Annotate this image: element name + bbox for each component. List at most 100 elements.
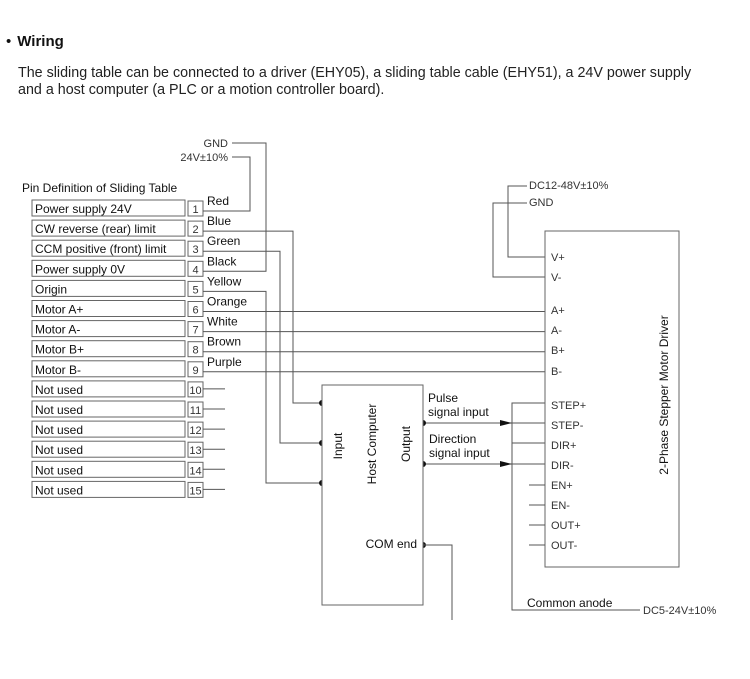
driver-title: 2-Phase Stepper Motor Driver (657, 315, 671, 474)
pin-table-title: Pin Definition of Sliding Table (22, 181, 178, 195)
pin-number: 5 (192, 284, 198, 296)
pin-name-box (31, 380, 186, 398)
pin-table: Power supply 24V 1 Red CW reverse (rear) li… (31, 194, 247, 498)
pin-name: CCM positive (front) limit (35, 242, 167, 256)
pin-number: 11 (190, 405, 201, 417)
psu-24v-label: 24V±10% (180, 152, 228, 164)
wire-green-ccm-limit (203, 250, 322, 444)
pin-number: 12 (189, 425, 201, 437)
host-input-label: Input (331, 432, 345, 459)
driver-terminal: V- (551, 272, 562, 284)
wire-color-label: Black (207, 254, 237, 268)
pin-number-box (187, 200, 204, 217)
pin-name: Power supply 0V (35, 262, 125, 276)
pin-number-box (187, 260, 204, 277)
psu-gnd-label: GND (204, 138, 229, 150)
intro-paragraph: The sliding table can be connected to a … (18, 65, 692, 98)
pin-name: CW reverse (rear) limit (35, 222, 156, 236)
pin-name-box (31, 199, 186, 217)
wire-color-label: Brown (207, 335, 241, 349)
pulse-label-1: Pulse (428, 391, 458, 405)
pin-name: Not used (35, 463, 83, 477)
wire-driver-vplus (507, 185, 545, 258)
wire-color-label: Purple (207, 355, 242, 369)
wire-color-label: Red (207, 194, 229, 208)
pin-name: Not used (35, 383, 83, 397)
driver-gnd-label: GND (529, 197, 554, 209)
host-output-label: Output (399, 425, 413, 462)
driver-terminal: EN- (551, 500, 570, 512)
pin-name: Not used (35, 403, 83, 417)
pin-name: Origin (35, 282, 67, 296)
pin-name-box (31, 340, 186, 358)
wire-blue-cw-limit (203, 230, 322, 404)
pin-row: Motor B- 9 Purple (31, 355, 242, 378)
driver-terminal: A+ (551, 305, 565, 317)
pin-name: Motor B+ (35, 343, 84, 357)
pin-name: Not used (35, 423, 83, 437)
pin-name: Not used (35, 443, 83, 457)
pin-number-box (187, 321, 204, 338)
wire-color-label: White (207, 315, 238, 329)
pin-name-box (31, 219, 186, 237)
wire-color-label: Orange (207, 295, 247, 309)
host-computer-box (321, 384, 424, 606)
pin-name-box (31, 239, 186, 257)
driver-terminal: EN+ (551, 480, 573, 492)
driver-supply-label: DC12-48V±10% (529, 180, 609, 192)
pin-row: Not used 10 (31, 380, 204, 398)
pin-name-box (31, 259, 186, 277)
pin-number: 13 (189, 445, 201, 457)
direction-label-1: Direction (429, 432, 476, 446)
pin-row: Not used 13 (31, 440, 204, 458)
pin-row: Not used 12 (31, 420, 204, 438)
pin-number-box (187, 341, 204, 358)
pin-number: 15 (189, 485, 201, 497)
pin-number: 10 (189, 385, 201, 397)
pin-number-box (187, 280, 204, 297)
common-anode-label: Common anode (527, 596, 613, 610)
pin-name-box (31, 320, 186, 338)
pin-number: 7 (192, 325, 198, 337)
pin-name: Power supply 24V (35, 202, 132, 216)
pin-number-box (187, 240, 204, 257)
pin-number: 2 (192, 224, 198, 236)
pin-name: Motor B- (35, 363, 81, 377)
pin-name-box (31, 460, 186, 478)
wire-common-anode (511, 402, 640, 611)
pin-row: Not used 15 (31, 480, 204, 498)
arrow-icon (500, 420, 512, 426)
pin-name: Motor A+ (35, 303, 83, 317)
driver-terminal: DIR- (551, 460, 574, 472)
driver-box (544, 230, 680, 568)
pin-number: 14 (189, 465, 201, 477)
pin-name-box (31, 300, 186, 317)
pin-row: Not used 11 (31, 400, 204, 418)
driver-terminal: V+ (551, 252, 565, 264)
driver-terminal: B- (551, 366, 562, 378)
pin-number-box (187, 361, 204, 378)
pin-name: Not used (35, 483, 83, 497)
anode-supply-label: DC5-24V±10% (643, 605, 717, 617)
section-title: Wiring (17, 33, 64, 50)
arrow-icon (500, 461, 512, 467)
pulse-label-2: signal input (428, 405, 489, 419)
pin-name-box (31, 420, 186, 438)
pin-number: 1 (192, 204, 198, 216)
bullet: • (6, 33, 12, 50)
pin-name-box (31, 360, 186, 378)
pin-name-box (31, 440, 186, 458)
driver-terminal: OUT- (551, 540, 578, 552)
pin-row: Motor B+ 8 Brown (31, 335, 241, 358)
driver-terminals: V+V-A+A-B+B-STEP+STEP-DIR+DIR-EN+EN-OUT+… (529, 252, 586, 552)
driver-terminal: STEP- (551, 420, 584, 432)
pin-number: 9 (192, 365, 198, 377)
com-end-label: COM end (366, 537, 417, 551)
wire-driver-vminus (492, 202, 545, 278)
wire-com-end (423, 544, 453, 620)
pin-number: 8 (192, 345, 198, 357)
